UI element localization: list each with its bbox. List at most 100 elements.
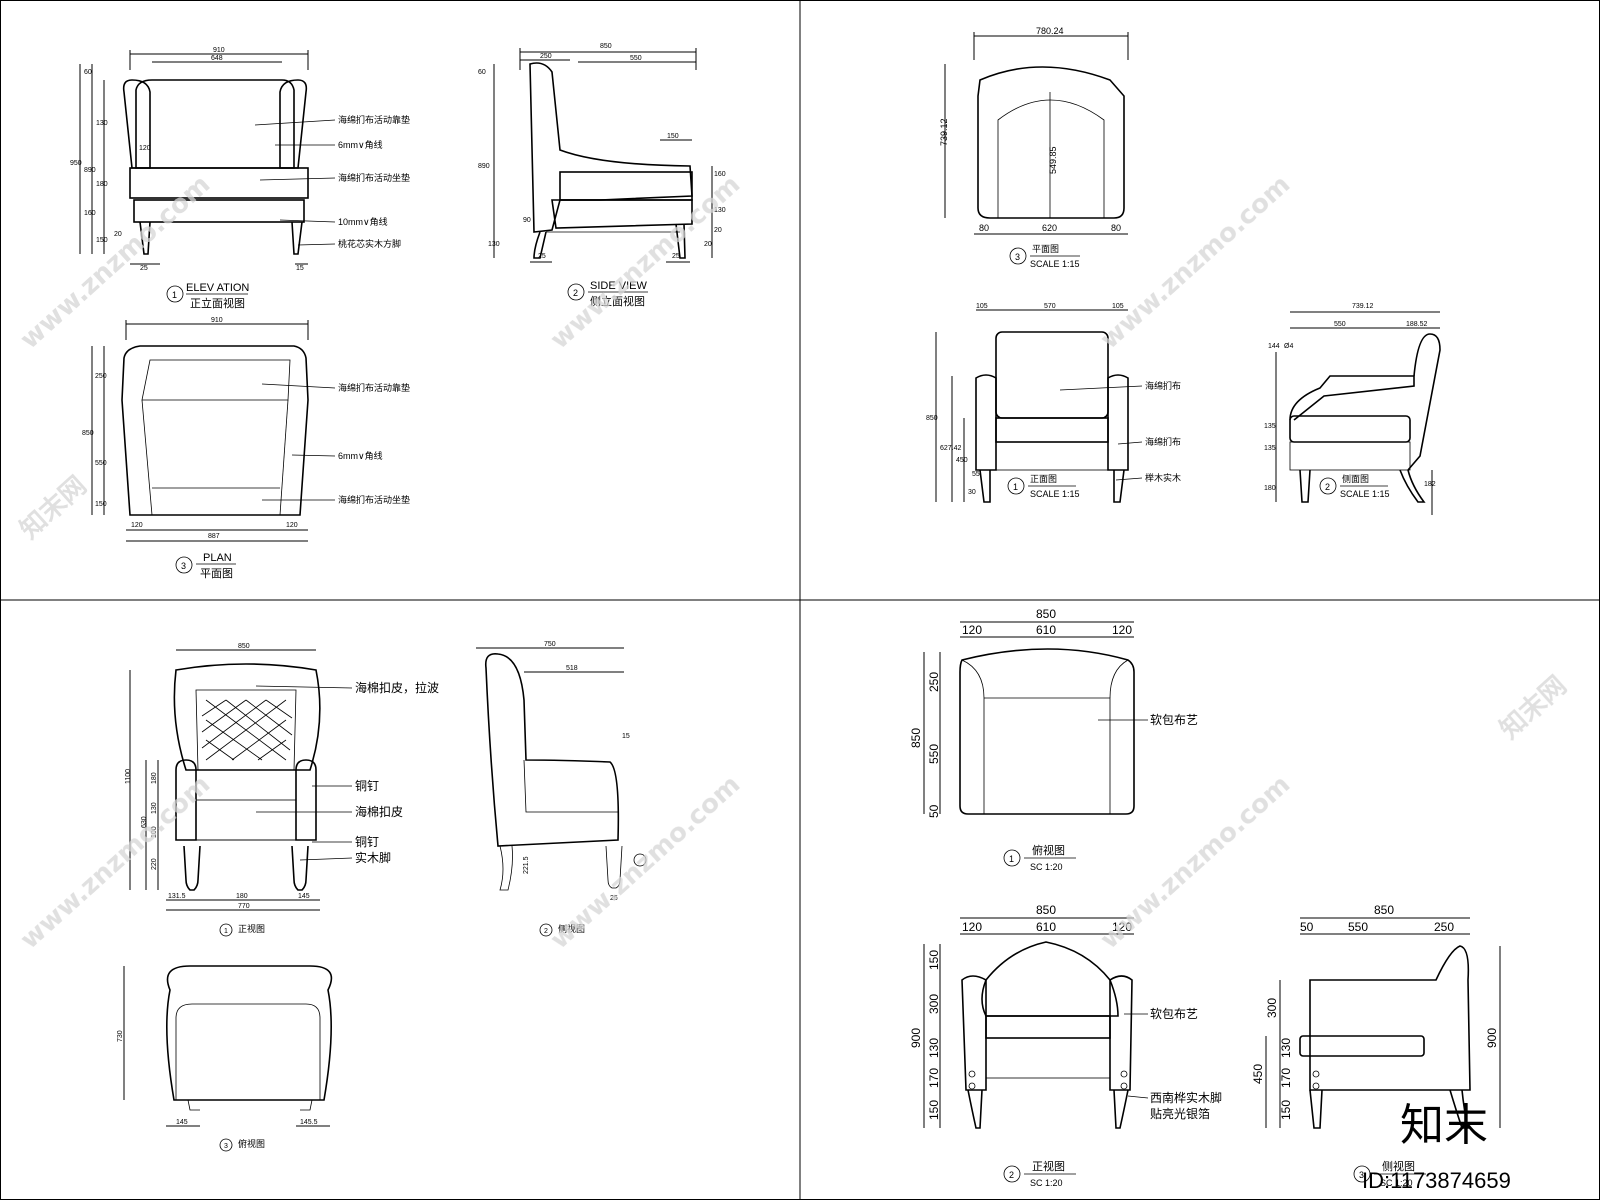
p1-plan-dim-arm-l: 120 bbox=[131, 522, 143, 529]
panel-3: 850 1100 630 180 130 100 220 131.5 180 1… bbox=[117, 641, 647, 1152]
p2-plan-title: 3 平面图 SCALE 1:15 bbox=[1009, 244, 1080, 269]
p4-side-dim-b: 550 bbox=[1348, 920, 1368, 934]
p2-side-dim-h1: 135 bbox=[1264, 423, 1276, 430]
watermark-url-1: www.znzmo.com bbox=[15, 169, 217, 355]
p1-side-dim-h5: 90 bbox=[523, 217, 531, 224]
p1-plan-dim-total-w: 910 bbox=[211, 317, 223, 324]
p2-side-view: 739.12 550 188.52 144 Ø4 135 135 180 182… bbox=[1264, 303, 1441, 515]
watermark-url-6: www.znzmo.com bbox=[1095, 769, 1297, 955]
p4-side-scale: SC 1:20 bbox=[1380, 1178, 1413, 1188]
watermark-brand-1: 知末网 bbox=[15, 471, 93, 545]
p4-front-view: 850 120 610 120 900 150 300 130 170 150 … bbox=[909, 903, 1222, 1188]
p1-plan-label-seat: 海绵扪布活动坐垫 bbox=[338, 494, 410, 505]
p3-top-dim-d: 730 bbox=[117, 1030, 124, 1042]
p1-plan-dim-back: 250 bbox=[95, 373, 107, 380]
p2-side-title: 2 侧面图 SCALE 1:15 bbox=[1319, 473, 1390, 499]
p4-top-title-text: 俯视图 bbox=[1032, 843, 1065, 857]
p1-side-title: 2 SIDE VIEW 侧立面视图 bbox=[567, 280, 648, 308]
p3-front-dim-h3: 130 bbox=[151, 802, 158, 814]
p4-top-scale: SC 1:20 bbox=[1030, 862, 1063, 872]
p1-elev-label-leg: 桃花芯实木方脚 bbox=[338, 238, 401, 249]
p1-elev-dim-total-h: 950 bbox=[70, 160, 82, 167]
p4-side-num: 3 bbox=[1359, 1170, 1364, 1180]
p2-front-label-seat: 海绵扪布 bbox=[1145, 436, 1181, 447]
p1-plan-title: 3 PLAN 平面图 bbox=[175, 552, 236, 580]
p4-front-dim-w: 850 bbox=[1036, 903, 1056, 917]
p4-front-dim-h5: 150 bbox=[927, 1100, 941, 1120]
p3-front-dim-h: 1100 bbox=[125, 769, 132, 784]
p3-front-title-text: 正视图 bbox=[238, 923, 265, 934]
p1-side-dim-h7: 20 bbox=[704, 241, 712, 248]
p3-front-callouts: 海棉扣皮，拉波 铜钉 海棉扣皮 铜钉 实木脚 bbox=[255, 680, 439, 865]
p1-elevation-view: 910 648 950 60 890 160 130 180 150 20 12… bbox=[70, 47, 410, 310]
p1-elev-dim-h3: 890 bbox=[84, 167, 96, 174]
p2-plan-dim-seat: 620 bbox=[1042, 223, 1057, 233]
watermark-id: ID:1173874659 bbox=[1362, 1168, 1511, 1193]
p3-front-dim-b1: 131.5 bbox=[168, 893, 186, 900]
p2-plan-dim-d: 739.12 bbox=[939, 118, 949, 146]
p1-plan-view: 910 850 250 550 150 120 120 887 海绵扪布活动靠垫… bbox=[82, 317, 410, 580]
p4-side-dim-h2: 450 bbox=[1251, 1064, 1265, 1084]
p2-side-dim-r: Ø4 bbox=[1284, 343, 1293, 350]
p3-side-view: 750 518 15 221.5 25 2 侧视图 bbox=[476, 641, 647, 937]
p2-side-dim-d1: 550 bbox=[1334, 321, 1346, 328]
panel-4: 850 120 610 120 850 250 550 50 软包布艺 1 俯视… bbox=[909, 607, 1501, 1188]
p1-side-dim-leg2: 25 bbox=[672, 253, 680, 260]
p4-front-num: 2 bbox=[1009, 1170, 1014, 1180]
p2-front-dims: 105 570 105 850 627.42 450 55 30 bbox=[926, 303, 1128, 502]
p4-front-label-finish: 贴亮光银箔 bbox=[1150, 1106, 1210, 1121]
p4-front-dim-a: 120 bbox=[962, 920, 982, 934]
p2-front-label-leg: 榉木实木 bbox=[1145, 472, 1181, 483]
p2-side-dim-d: 739.12 bbox=[1352, 303, 1374, 310]
p1-elev-dim-h7: 20 bbox=[114, 231, 122, 238]
p2-side-dim-h3: 180 bbox=[1264, 485, 1276, 492]
p1-elev-dim-total-w: 910 bbox=[213, 47, 225, 54]
p2-side-num: 2 bbox=[1325, 482, 1330, 492]
p4-front-dim-h3: 130 bbox=[927, 1038, 941, 1058]
p1-side-dim-h6: 130 bbox=[714, 207, 726, 214]
p3-side-dim-d1: 518 bbox=[566, 665, 578, 672]
p3-front-dim-b3: 145 bbox=[298, 893, 310, 900]
p3-top-dim-r: 145.5 bbox=[300, 1119, 318, 1126]
p1-elev-dim-h4: 180 bbox=[96, 181, 108, 188]
p2-side-dims: 739.12 550 188.52 144 Ø4 135 135 180 182 bbox=[1264, 303, 1440, 515]
p1-side-dim-h2: 890 bbox=[478, 163, 490, 170]
p2-side-dim-leg: 182 bbox=[1424, 481, 1436, 488]
p2-front-dim-h3: 450 bbox=[956, 457, 968, 464]
p4-side-dim-c: 250 bbox=[1434, 920, 1454, 934]
p1-plan-dim-total-h: 850 bbox=[82, 430, 94, 437]
p4-front-title-text: 正视图 bbox=[1032, 1159, 1065, 1173]
p4-front-title: 2 正视图 SC 1:20 bbox=[1003, 1159, 1076, 1188]
p3-front-dim-h5: 220 bbox=[151, 858, 158, 870]
p2-front-dim-leg-a: 55 bbox=[972, 471, 980, 478]
p3-side-num: 2 bbox=[544, 928, 548, 935]
p2-plan-dim-arm-r: 80 bbox=[1111, 223, 1121, 233]
p1-plan-dims: 910 850 250 550 150 120 120 887 bbox=[82, 317, 309, 542]
p1-side-view: 850 250 550 60 890 130 150 160 130 20 20… bbox=[478, 43, 726, 308]
p2-plan-view: 780.24 739.12 549.85 80 620 80 3 平面图 SCA… bbox=[939, 26, 1129, 269]
p4-top-dim-h3: 50 bbox=[927, 804, 941, 818]
p4-front-scale: SC 1:20 bbox=[1030, 1178, 1063, 1188]
p3-front-dim-h4: 100 bbox=[151, 826, 158, 838]
p4-side-dim-h1: 300 bbox=[1265, 998, 1279, 1018]
p3-side-dim-arm: 15 bbox=[622, 733, 630, 740]
p2-front-title: 1 正面图 SCALE 1:15 bbox=[1007, 474, 1080, 499]
p3-side-title-text: 侧视图 bbox=[558, 923, 585, 934]
p1-side-dim-h4: 160 bbox=[714, 171, 726, 178]
p2-front-dim-h2: 627.42 bbox=[940, 445, 962, 452]
p1-side-dim-h1: 60 bbox=[478, 69, 486, 76]
p2-front-label-back: 海绵扪布 bbox=[1145, 380, 1181, 391]
p3-front-dim-b2: 180 bbox=[236, 893, 248, 900]
p3-side-dim-d: 750 bbox=[544, 641, 556, 648]
p2-front-callouts: 海绵扪布 海绵扪布 榉木实木 bbox=[1059, 380, 1181, 483]
p3-side-dim-foot: 25 bbox=[610, 895, 618, 902]
p1-plan-label-edge: 6mm∨角线 bbox=[338, 450, 383, 461]
p3-front-label-nail: 铜钉 bbox=[355, 778, 379, 793]
p1-elev-dim-leg-l: 25 bbox=[140, 265, 148, 272]
p4-top-dim-w: 850 bbox=[1036, 607, 1056, 621]
p1-plan-dim-inner: 887 bbox=[208, 533, 220, 540]
p2-plan-num: 3 bbox=[1015, 252, 1020, 262]
p1-plan-subtitle: 平面图 bbox=[200, 567, 233, 580]
